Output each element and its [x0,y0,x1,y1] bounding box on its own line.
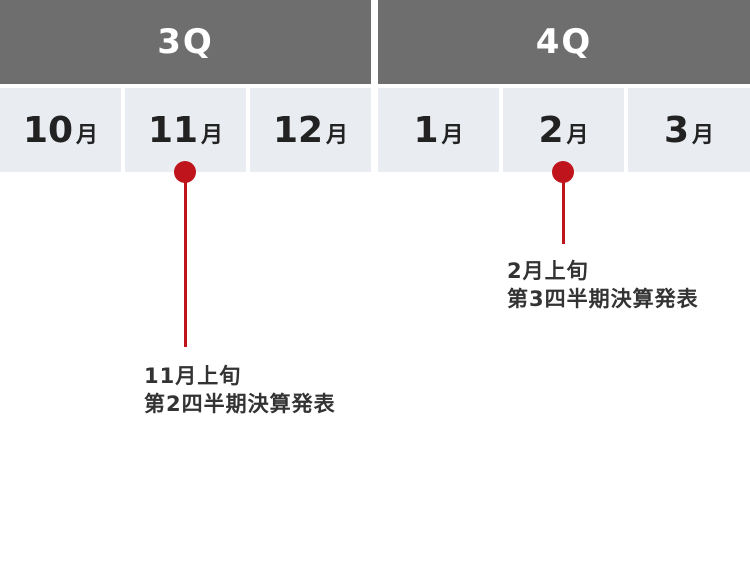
quarter-4q-header: 4Q [378,0,750,84]
event-marker-dot [552,161,574,183]
month-number: 12 [272,109,324,151]
month-unit: 月 [76,123,99,148]
month-unit: 月 [201,123,224,148]
event-connector-line [184,172,187,347]
month-number: 10 [22,109,74,151]
event-label-q2: 11月上旬 第2四半期決算発表 [144,362,336,418]
month-number: 2 [538,109,564,151]
event-date: 11月上旬 [144,364,242,388]
month-unit: 月 [566,123,589,148]
event-label-q3: 2月上旬 第3四半期決算発表 [507,257,699,313]
event-connector-line [562,172,565,244]
month-unit: 月 [692,123,715,148]
event-marker-dot [174,161,196,183]
month-number: 3 [663,109,690,151]
month-number: 1 [413,109,439,151]
event-date: 2月上旬 [507,259,589,283]
month-number: 11 [147,109,199,151]
month-unit: 月 [441,123,464,148]
quarter-3q-header: 3Q [0,0,371,84]
event-title: 第2四半期決算発表 [144,392,336,416]
event-title: 第3四半期決算発表 [507,287,699,311]
month-unit: 月 [326,123,349,148]
